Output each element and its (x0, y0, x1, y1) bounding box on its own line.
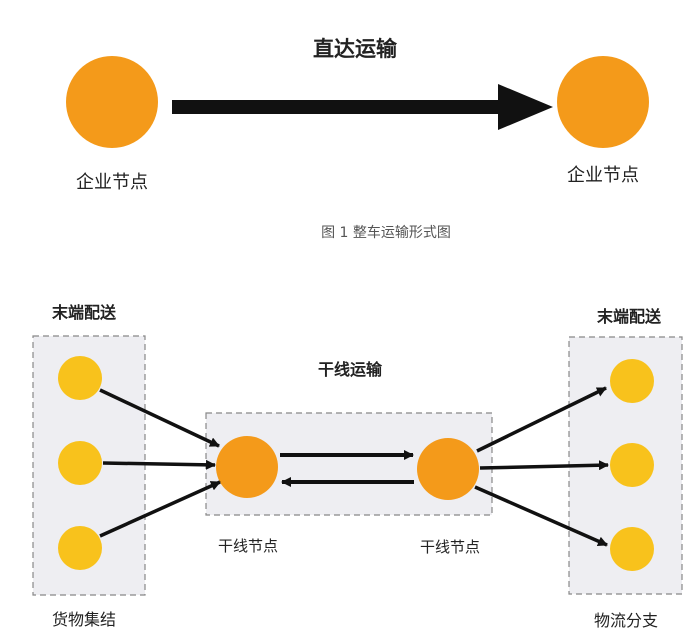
fig1-left-node-label: 企业节点 (76, 172, 148, 193)
fig1-right-enterprise-node (557, 56, 649, 148)
arrow-collect-2 (102, 459, 216, 470)
fig1-direct-arrow (172, 84, 553, 130)
fig1-left-enterprise-node (66, 56, 158, 148)
arrow-distribute-2 (479, 460, 609, 471)
right-distribution-node-3 (610, 527, 654, 571)
fig1-right-node-label: 企业节点 (567, 165, 639, 186)
figure-2: 末端配送 末端配送 干线运输 干线节点 干线节点 货物集结 物流分支 (32, 303, 683, 630)
figure-1: 直达运输 企业节点 企业节点 图 1 整车运输形式图 (66, 37, 649, 241)
right-box-caption: 物流分支 (594, 611, 658, 630)
left-trunk-hub-node (216, 436, 278, 498)
right-distribution-node-1 (610, 359, 654, 403)
fig1-caption: 图 1 整车运输形式图 (321, 224, 451, 241)
right-box-title: 末端配送 (597, 307, 662, 326)
right-trunk-hub-node (417, 438, 479, 500)
left-collection-node-2 (58, 441, 102, 485)
right-distribution-node-2 (610, 443, 654, 487)
left-collection-node-3 (58, 526, 102, 570)
arrow-collect-3 (99, 480, 221, 538)
trunk-title: 干线运输 (318, 360, 383, 379)
right-hub-label: 干线节点 (420, 538, 480, 556)
left-hub-label: 干线节点 (218, 537, 278, 555)
fig1-title: 直达运输 (313, 37, 398, 61)
left-box-caption: 货物集结 (52, 610, 116, 629)
arrow-distribute-1 (476, 386, 607, 453)
left-box-title: 末端配送 (52, 303, 117, 322)
arrow-distribute-3 (474, 485, 608, 547)
left-collection-node-1 (58, 356, 102, 400)
arrow-collect-1 (99, 388, 220, 448)
